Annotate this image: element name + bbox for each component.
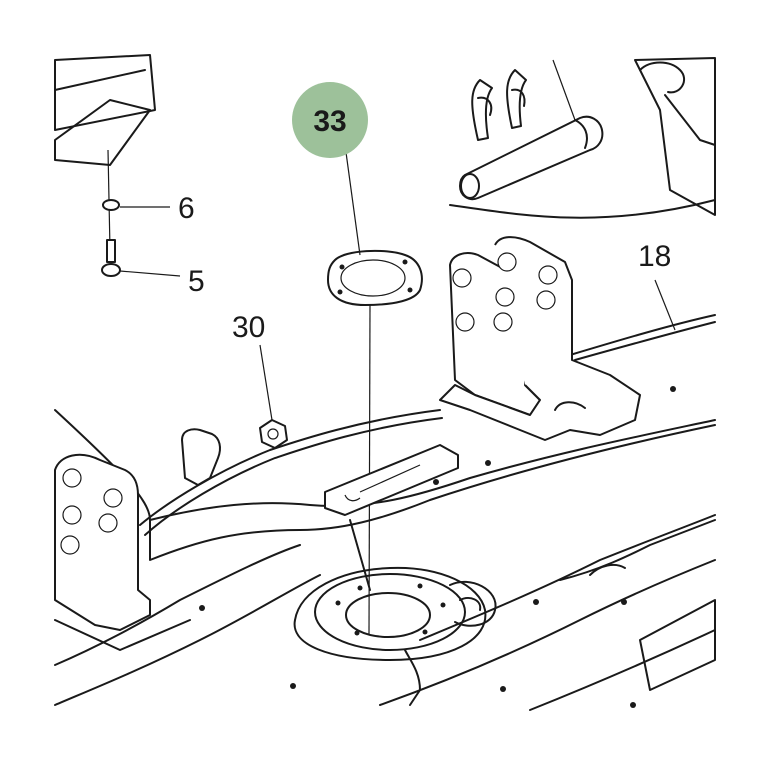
callout-33-badge[interactable]: 33: [292, 82, 368, 158]
left-mount-bracket: [54, 453, 191, 651]
bolt-assembly-left: [101, 149, 181, 277]
slotted-plate: [324, 444, 459, 516]
leader-lines: [552, 59, 676, 331]
nut-and-cable: [139, 344, 443, 536]
callout-30-label: 30: [232, 311, 265, 344]
callout-6-label: 6: [178, 192, 195, 225]
clip-pins: [471, 69, 527, 141]
pivot-pin: [459, 115, 604, 201]
right-mount-bracket: [439, 236, 641, 441]
callout-5-label: 5: [188, 265, 205, 298]
gasket-part-33[interactable]: [327, 144, 423, 636]
mower-deck-frame: [54, 54, 716, 711]
spindle-housing: [293, 519, 497, 706]
highlight-badge: [292, 82, 368, 158]
callout-18-label: 18: [638, 240, 671, 273]
callout-33-label: 33: [313, 105, 346, 138]
